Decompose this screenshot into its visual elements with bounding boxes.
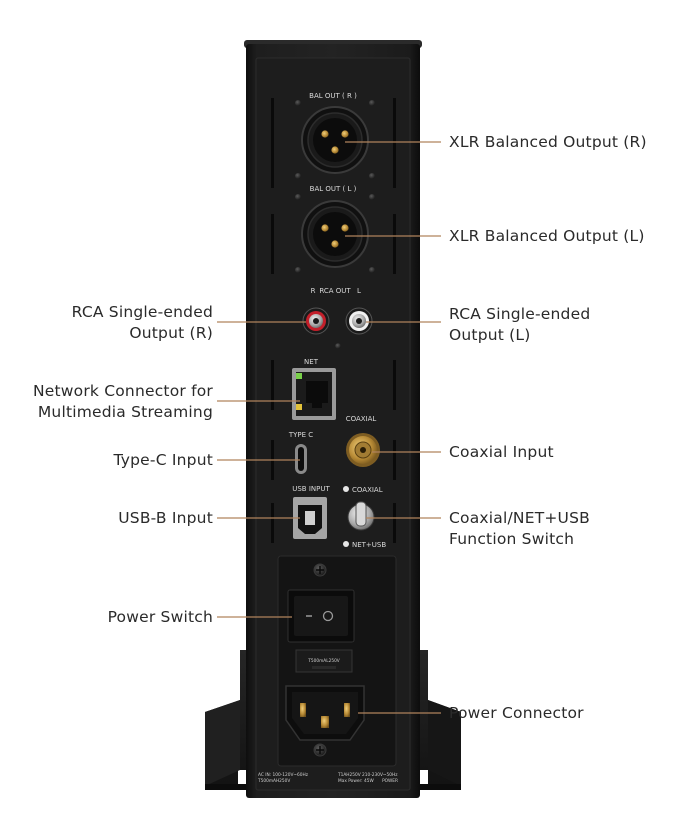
xlr-connector-l-icon: BAL OUT ( L ) [295, 185, 375, 273]
rca-out-label: RCA OUT [319, 287, 351, 295]
usb-c-port-icon: TYPE C [288, 431, 313, 474]
xlr-connector-r-icon: BAL OUT ( R ) [295, 92, 375, 179]
callout-switch-line1: Coaxial/NET+USB [449, 509, 590, 527]
rating-label: AC IN: 100-120V~60Hz T500mAH250V T1AH250… [257, 772, 398, 784]
switch-coaxial-label: COAXIAL [352, 486, 383, 494]
callout-xlr-r: XLR Balanced Output (R) [449, 133, 647, 151]
rca-l-label: L [357, 287, 361, 295]
ac-in-line1: AC IN: 100-120V~60Hz [258, 772, 309, 778]
callout-xlr-l: XLR Balanced Output (L) [449, 227, 645, 245]
usb-b-port-icon: USB INPUT [292, 485, 330, 539]
callout-power-connector: Power Connector [449, 704, 584, 722]
iec-power-inlet-icon [285, 685, 365, 741]
callout-switch-line2: Function Switch [449, 530, 575, 548]
callout-network-line2: Multimedia Streaming [37, 403, 213, 421]
switch-net-usb-label: NET+USB [352, 541, 386, 549]
net-label: NET [304, 358, 319, 366]
rca-r-label: R [311, 287, 316, 295]
callout-rca-r-line2: Output (R) [129, 324, 213, 342]
callout-coaxial-input: Coaxial Input [449, 443, 554, 461]
max-power-label: Max Power: 45W [338, 778, 374, 784]
type-c-label: TYPE C [288, 431, 313, 439]
callout-rca-l: RCA Single-ended Output (L) [449, 304, 590, 346]
rca-outputs: R RCA OUT L [302, 287, 373, 349]
power-label: POWER [382, 778, 398, 784]
bal-out-l-label: BAL OUT ( L ) [310, 185, 357, 193]
toggle-switch-icon: COAXIAL NET+USB [343, 486, 386, 549]
callout-rca-r: RCA Single-ended Output (R) [72, 302, 213, 344]
coaxial-label: COAXIAL [346, 415, 377, 423]
ac-in-line2: T500mAH250V [257, 778, 290, 784]
bal-out-r-label: BAL OUT ( R ) [309, 92, 357, 100]
ethernet-port-icon: NET [292, 358, 336, 420]
usb-input-label: USB INPUT [292, 485, 330, 493]
callout-rca-l-line1: RCA Single-ended [449, 305, 591, 323]
callout-function-switch: Coaxial/NET+USB Function Switch [449, 508, 590, 550]
callout-network: Network Connector for Multimedia Streami… [33, 381, 213, 423]
rca-jack-white-icon [345, 307, 373, 335]
callout-power-switch: Power Switch [107, 608, 213, 626]
ac-in-line3: T1AH250V 210-230V~50Hz [337, 772, 398, 778]
callout-rca-r-line1: RCA Single-ended [71, 303, 213, 321]
leader-lines [217, 141, 441, 714]
callout-usbb-input: USB-B Input [118, 509, 213, 527]
fuse-drawer: T500mAL250V [295, 649, 353, 673]
callout-rca-l-line2: Output (L) [449, 326, 531, 344]
rca-jack-red-icon [302, 307, 330, 335]
power-module: T500mAL250V [277, 555, 397, 767]
rocker-switch-icon [287, 589, 355, 643]
fuse-label: T500mAL250V [307, 658, 340, 664]
callout-network-line1: Network Connector for [32, 382, 213, 400]
coaxial-jack-icon: COAXIAL [346, 415, 380, 467]
callout-typec-input: Type-C Input [113, 451, 213, 469]
